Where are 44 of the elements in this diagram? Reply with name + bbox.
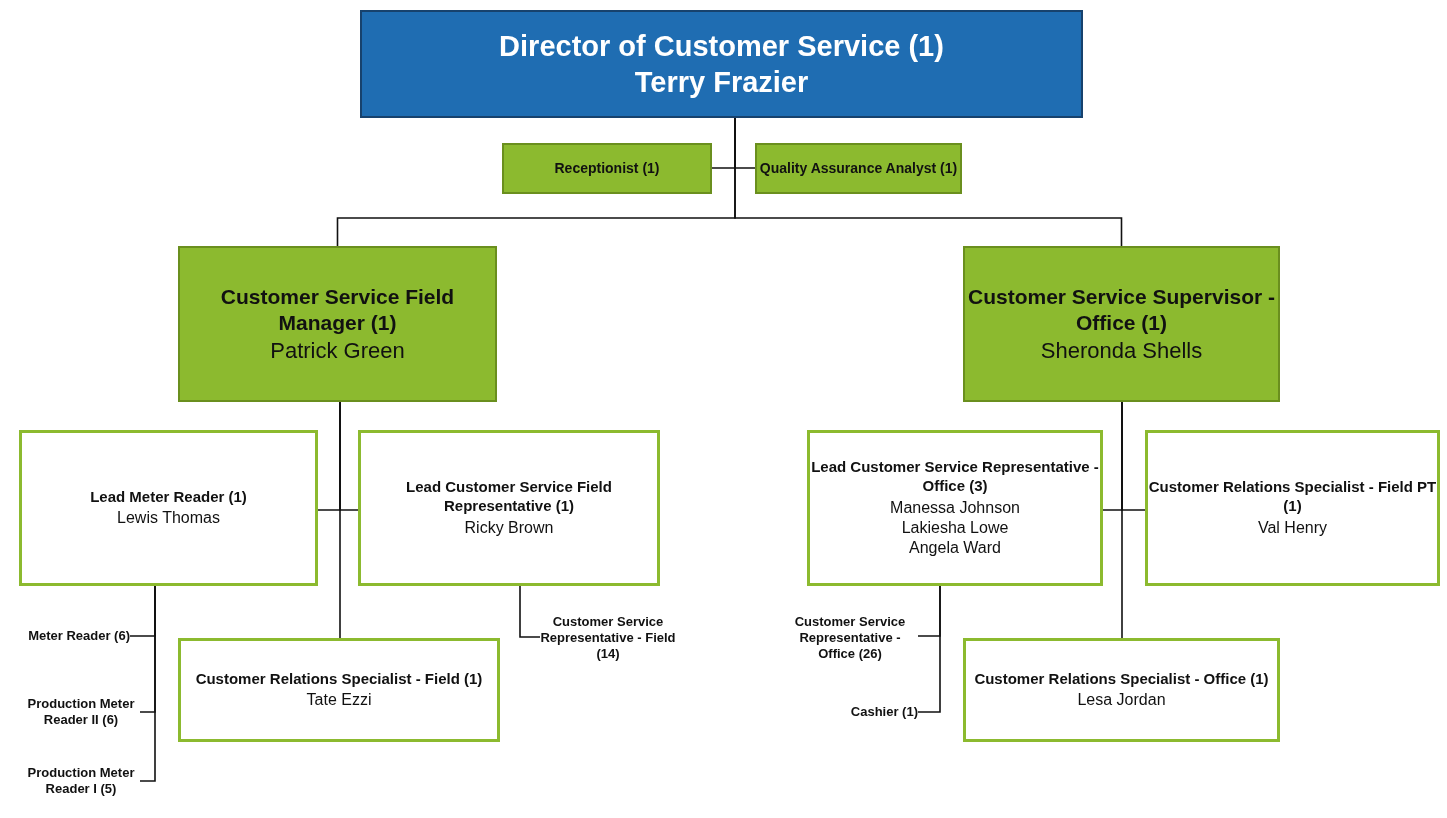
person-name: Tate Ezzi (306, 690, 372, 711)
position-box (358, 430, 660, 586)
staff-box (502, 143, 712, 194)
position-label: Customer Service Representative - Field (14) (540, 613, 676, 663)
position-title: Customer Service Field Manager (1) (219, 284, 456, 337)
person-name: Patrick Green (270, 336, 405, 364)
position-label: Cashier (1) (850, 703, 918, 721)
position-title: Customer Relations Specialist - Field (1) (195, 669, 483, 689)
position-title: Customer Relations Specialist - Field PT (1) (1148, 478, 1437, 516)
person-name: Lewis Thomas (117, 508, 220, 529)
person-name: Manessa Johnson (890, 497, 1020, 518)
position-box (19, 430, 318, 586)
person-name: Lakiesha Lowe (901, 517, 1009, 538)
position-title: Receptionist (1) (554, 159, 660, 178)
position-label: Production Meter Reader I (5) (26, 764, 136, 798)
connector-line (917, 585, 941, 713)
position-title: Customer Relations Specialist - Office (1) (974, 669, 1269, 689)
position-title: Director of Customer Service (1) (499, 28, 944, 64)
position-label: Customer Service Representative - Office (26) (793, 613, 907, 663)
person-name: Terry Frazier (634, 65, 809, 100)
director-box (360, 10, 1083, 118)
person-name: Sheronda Shells (1040, 336, 1203, 364)
position-box (178, 638, 500, 742)
position-title: Lead Customer Service Representative - Office (3) (810, 458, 1100, 496)
connector-line (139, 585, 156, 782)
staff-box (755, 143, 962, 194)
manager-box (963, 246, 1280, 402)
position-title: Quality Assurance Analyst (1) (759, 159, 958, 178)
position-title: Lead Meter Reader (1) (90, 487, 247, 507)
connector-line (339, 401, 341, 639)
person-name: Angela Ward (909, 537, 1001, 558)
person-name: Lesa Jordan (1077, 690, 1166, 711)
position-box (807, 430, 1103, 586)
person-name: Val Henry (1257, 517, 1328, 538)
position-label: Meter Reader (6) (28, 627, 130, 645)
position-title: Customer Service Supervisor - Office (1) (967, 284, 1276, 337)
manager-box (178, 246, 497, 402)
position-title: Lead Customer Service Field Representative (1) (405, 478, 613, 516)
position-box (963, 638, 1280, 742)
connector-line (519, 585, 541, 638)
position-box (1145, 430, 1440, 586)
position-label: Production Meter Reader II (6) (26, 695, 136, 729)
connector-line (1121, 401, 1123, 639)
person-name: Ricky Brown (464, 517, 554, 538)
